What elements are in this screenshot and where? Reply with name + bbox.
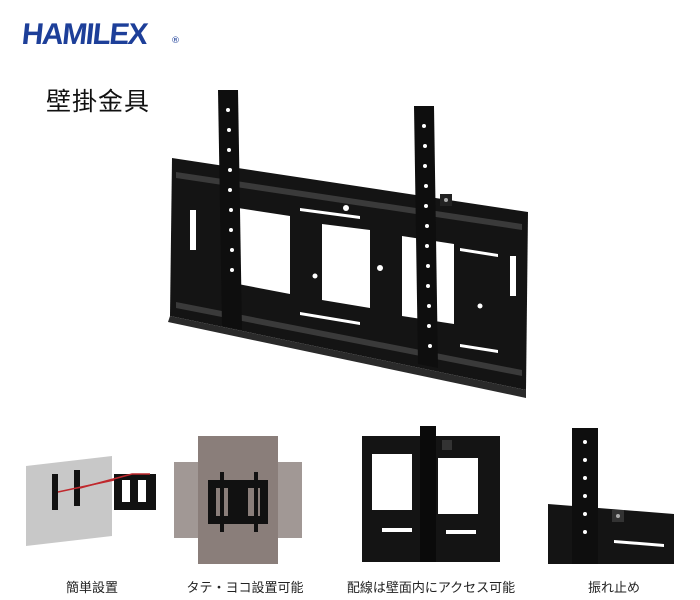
wall-mount-bracket-image <box>168 90 528 398</box>
brand-logo: HAMILEX ® <box>20 18 182 52</box>
product-title: 壁掛金具 <box>46 87 151 116</box>
wiring-access-illustration <box>362 418 502 564</box>
anti-sway-illustration <box>544 418 684 564</box>
brand-logo-text: HAMILEX <box>20 18 149 51</box>
feature-caption-wiring-access: 配線は壁面内にアクセス可能 <box>346 581 516 596</box>
orientation-illustration <box>174 418 314 564</box>
feature-caption-anti-sway: 振れ止め <box>587 581 640 596</box>
registered-mark: ® <box>171 36 180 46</box>
feature-caption-orientation: タテ・ヨコ設置可能 <box>186 581 304 596</box>
feature-caption-easy-install: 簡単設置 <box>65 581 118 596</box>
easy-install-illustration <box>22 418 162 564</box>
